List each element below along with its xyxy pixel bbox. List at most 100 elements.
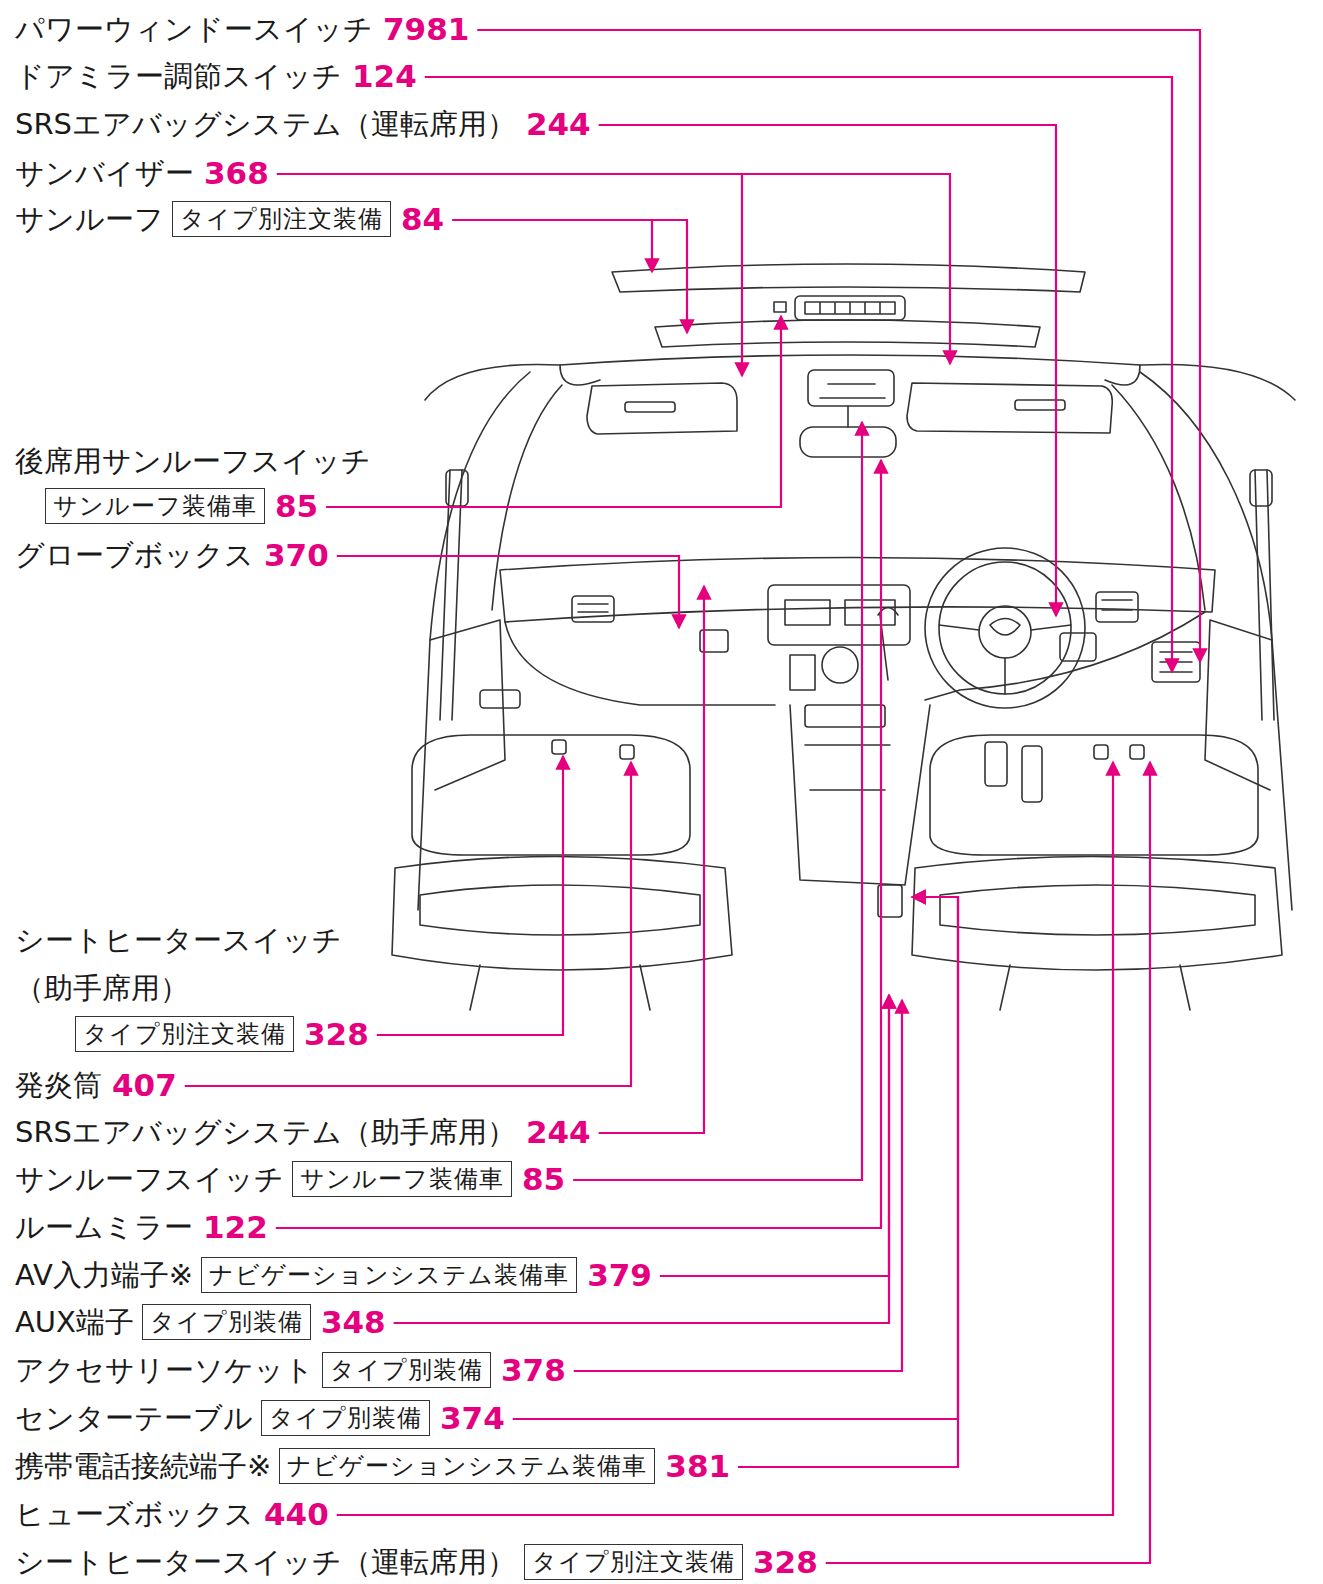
leader-lines (185, 30, 1200, 1563)
callout-row: パワーウィンドースイッチ7981 (15, 6, 469, 52)
page-number: 122 (203, 1204, 268, 1250)
callout-row: SRSエアバッグシステム（助手席用）244 (15, 1109, 591, 1155)
callout-row: アクセサリーソケットタイプ別装備 378 (15, 1347, 566, 1393)
tag-text: サンルーフ装備車 (300, 1165, 504, 1193)
page-number: 407 (112, 1062, 177, 1108)
page-number: 381 (665, 1443, 730, 1489)
page-number: 440 (264, 1491, 329, 1537)
equipment-tag: ナビゲーションシステム装備車 (279, 1448, 655, 1484)
part-name: AUX端子 (15, 1299, 134, 1345)
page-number: 370 (264, 532, 329, 578)
leader-line (573, 422, 862, 1180)
callout-row: 発炎筒407 (15, 1062, 177, 1108)
part-name: パワーウィンドースイッチ (15, 6, 373, 52)
callout-row: シートヒータースイッチ （助手席用） (15, 916, 360, 1012)
interior-drawing (392, 264, 1295, 1010)
tag-text: タイプ別注文装備 (83, 1020, 286, 1048)
part-name: アクセサリーソケット (15, 1347, 314, 1393)
part-name: サンバイザー (15, 150, 194, 196)
tag-text: ナビゲーションシステム装備車 (209, 1261, 569, 1289)
part-name: シートヒータースイッチ （助手席用） (15, 916, 360, 1012)
equipment-tag: タイプ別装備 (261, 1400, 430, 1436)
leader-line (477, 30, 1200, 662)
part-name: SRSエアバッグシステム（助手席用） (15, 1109, 516, 1155)
leader-line (337, 556, 679, 628)
callout-row: サンバイザー368 (15, 150, 269, 196)
callout-row: AUX端子タイプ別装備 348 (15, 1299, 386, 1345)
page-number: 328 (753, 1539, 818, 1584)
callout-row: センターテーブルタイプ別装備 374 (15, 1395, 505, 1441)
page-number: 328 (304, 1011, 369, 1057)
part-name: 携帯電話接続端子※ (15, 1443, 271, 1489)
leader-line (574, 1000, 902, 1371)
equipment-tag: サンルーフ装備車 (292, 1161, 512, 1197)
callout-row: ルームミラー122 (15, 1204, 268, 1250)
equipment-tag: タイプ別注文装備 (75, 1016, 294, 1052)
part-name: サンルーフスイッチ (15, 1156, 284, 1202)
page-number: 85 (522, 1156, 565, 1202)
callout-row: サンルーフタイプ別注文装備 84 (15, 196, 444, 242)
tag-text: サンルーフ装備車 (53, 492, 257, 520)
tag-text: タイプ別装備 (269, 1404, 422, 1432)
equipment-tag: タイプ別注文装備 (172, 201, 391, 237)
part-name: ドアミラー調節スイッチ (15, 53, 342, 99)
page-number: 374 (440, 1395, 505, 1441)
tag-text: ナビゲーションシステム装備車 (287, 1452, 647, 1480)
leader-line (660, 995, 889, 1276)
part-name: サンルーフ (15, 196, 164, 242)
leader-line (377, 756, 563, 1035)
part-name: グローブボックス (15, 532, 254, 578)
page-number: 7981 (383, 6, 469, 52)
callout-row: 後席用サンルーフスイッチ (15, 438, 371, 484)
tag-text: タイプ別装備 (330, 1356, 483, 1384)
part-name: SRSエアバッグシステム（運転席用） (15, 101, 516, 147)
callout-row: タイプ別注文装備 328 (67, 1011, 369, 1057)
callout-row: ドアミラー調節スイッチ124 (15, 53, 417, 99)
tag-text: タイプ別注文装備 (180, 205, 383, 233)
leader-line (599, 586, 704, 1133)
callout-row: AV入力端子※ ナビゲーションシステム装備車 379 (15, 1252, 652, 1298)
callout-row: ヒューズボックス440 (15, 1491, 329, 1537)
callout-row: 携帯電話接続端子※ ナビゲーションシステム装備車 381 (15, 1443, 730, 1489)
equipment-tag: タイプ別注文装備 (524, 1544, 743, 1580)
part-name: シートヒータースイッチ（運転席用） (15, 1539, 516, 1584)
leader-line (651, 220, 653, 272)
tag-text: タイプ別装備 (150, 1308, 303, 1336)
leader-line (452, 220, 687, 333)
page-number: 85 (275, 483, 318, 529)
equipment-tag: タイプ別装備 (322, 1352, 491, 1388)
page-number: 124 (352, 53, 417, 99)
callout-row: サンルーフスイッチサンルーフ装備車 85 (15, 1156, 565, 1202)
page-number: 84 (401, 196, 444, 242)
leader-line (741, 174, 743, 376)
callout-row: グローブボックス370 (15, 532, 329, 578)
equipment-tag: タイプ別装備 (142, 1304, 311, 1340)
callout-row: シートヒータースイッチ（運転席用） タイプ別注文装備 328 (15, 1539, 818, 1584)
leader-line (826, 762, 1150, 1563)
page-number: 368 (204, 150, 269, 196)
page-number: 378 (501, 1347, 566, 1393)
tag-text: タイプ別注文装備 (532, 1548, 735, 1576)
leader-line (326, 316, 781, 507)
callout-row: SRSエアバッグシステム（運転席用）244 (15, 101, 591, 147)
leader-line (425, 77, 1172, 672)
page-number: 244 (526, 1109, 591, 1155)
page-number: 348 (321, 1299, 386, 1345)
callout-row: サンルーフ装備車 85 (37, 483, 318, 529)
leader-line (276, 460, 881, 1228)
page-number: 244 (526, 101, 591, 147)
part-name: センターテーブル (15, 1395, 253, 1441)
part-name: 後席用サンルーフスイッチ (15, 438, 371, 484)
leader-line (513, 897, 958, 1419)
part-name: ルームミラー (15, 1204, 193, 1250)
equipment-tag: サンルーフ装備車 (45, 488, 265, 524)
page-number: 379 (587, 1252, 652, 1298)
leader-line (599, 125, 1056, 616)
equipment-tag: ナビゲーションシステム装備車 (201, 1257, 577, 1293)
part-name: AV入力端子※ (15, 1252, 193, 1298)
part-name: 発炎筒 (15, 1062, 102, 1108)
part-name: ヒューズボックス (15, 1491, 254, 1537)
leader-line (738, 897, 958, 1467)
